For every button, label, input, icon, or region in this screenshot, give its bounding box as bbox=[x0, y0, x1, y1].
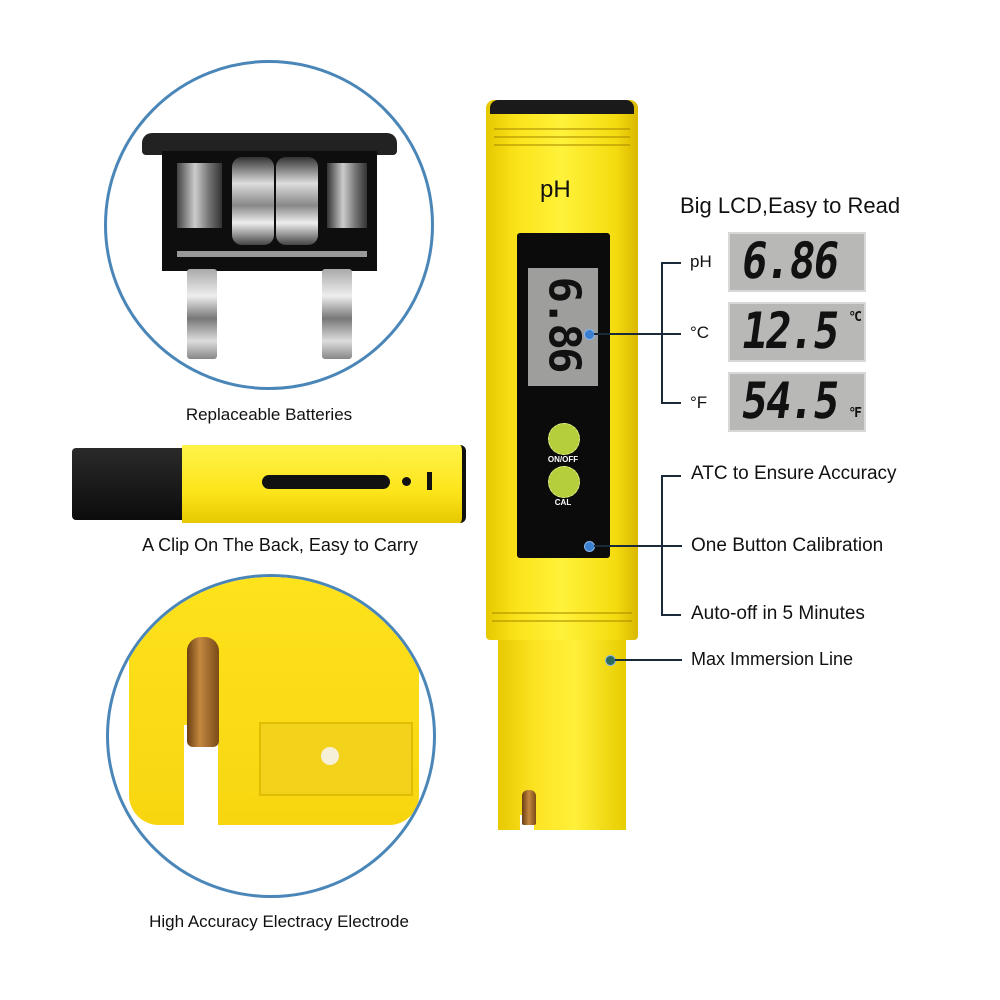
caption-clip: A Clip On The Back, Easy to Carry bbox=[142, 535, 418, 555]
feature-auto-off: Auto-off in 5 Minutes bbox=[691, 603, 865, 624]
battery-terminal-left bbox=[187, 269, 217, 359]
callout-tick-ph bbox=[661, 262, 681, 264]
ridge bbox=[494, 144, 630, 146]
lcd-unit-f: °F bbox=[848, 406, 862, 421]
lcd-screen: 6.86 bbox=[528, 268, 598, 386]
lcd-reading-f: 54.5 °F bbox=[728, 372, 866, 432]
clip-pen-cap bbox=[72, 448, 182, 520]
feature-calibration: One Button Calibration bbox=[691, 535, 884, 556]
callout-tick-atc bbox=[661, 475, 681, 477]
battery-inset-circle bbox=[104, 60, 434, 390]
callout-line-immersion bbox=[615, 659, 682, 661]
feature-atc: ATC to Ensure Accuracy bbox=[691, 463, 897, 484]
device-label: pH bbox=[540, 176, 571, 203]
cal-button[interactable] bbox=[548, 466, 580, 498]
callout-line-lcd bbox=[594, 333, 662, 335]
clip-bar bbox=[262, 475, 390, 489]
lcd-reading-ph: 6.86 bbox=[728, 232, 866, 292]
ridge bbox=[492, 612, 632, 614]
callout-tick-autooff bbox=[661, 614, 681, 616]
lcd-unit-c: °C bbox=[848, 310, 862, 325]
ridge bbox=[494, 136, 630, 138]
electrode-inset-circle bbox=[106, 574, 436, 898]
callout-bracket-features bbox=[661, 475, 663, 616]
clip-slot bbox=[427, 472, 432, 490]
feature-max-immersion: Max Immersion Line bbox=[691, 649, 854, 669]
lcd-reading-c: 12.5 °C bbox=[728, 302, 866, 362]
probe-electrode bbox=[522, 790, 536, 825]
battery-terminal-right bbox=[322, 269, 352, 359]
lcd-value-c: 12.5 bbox=[737, 302, 842, 360]
callout-line-calibration bbox=[594, 545, 682, 547]
ridge bbox=[494, 128, 630, 130]
ph-meter-probe-section bbox=[498, 640, 626, 830]
lcd-heading: Big LCD,Easy to Read bbox=[680, 193, 901, 218]
battery-left bbox=[177, 163, 222, 228]
reading-label-c: °C bbox=[690, 323, 710, 342]
battery-right bbox=[327, 163, 367, 228]
clip-dot bbox=[402, 477, 411, 486]
ridge bbox=[492, 620, 632, 622]
electrode-sensor-dot bbox=[321, 747, 339, 765]
on-off-label: ON/OFF bbox=[547, 455, 579, 464]
battery-contact-bar bbox=[177, 251, 367, 257]
callout-tick-c bbox=[661, 333, 681, 335]
battery-coin-1 bbox=[232, 157, 274, 245]
on-off-button[interactable] bbox=[548, 423, 580, 455]
battery-coin-2 bbox=[276, 157, 318, 245]
reading-label-ph: pH bbox=[690, 252, 712, 271]
caption-electrode: High Accuracy Electracy Electrode bbox=[149, 912, 409, 931]
caption-replaceable-batteries: Replaceable Batteries bbox=[185, 405, 353, 424]
electrode-probe bbox=[187, 637, 219, 747]
electrode-slot bbox=[184, 725, 218, 865]
battery-holder bbox=[142, 133, 397, 155]
callout-tick-f bbox=[661, 402, 681, 404]
reading-label-f: °F bbox=[690, 393, 708, 412]
lcd-value-ph: 6.86 bbox=[737, 232, 842, 290]
ph-meter-top-cap bbox=[490, 100, 634, 114]
lcd-value-f: 54.5 bbox=[737, 372, 842, 430]
screen-reading: 6.86 bbox=[538, 276, 590, 371]
cal-label: CAL bbox=[554, 498, 572, 507]
